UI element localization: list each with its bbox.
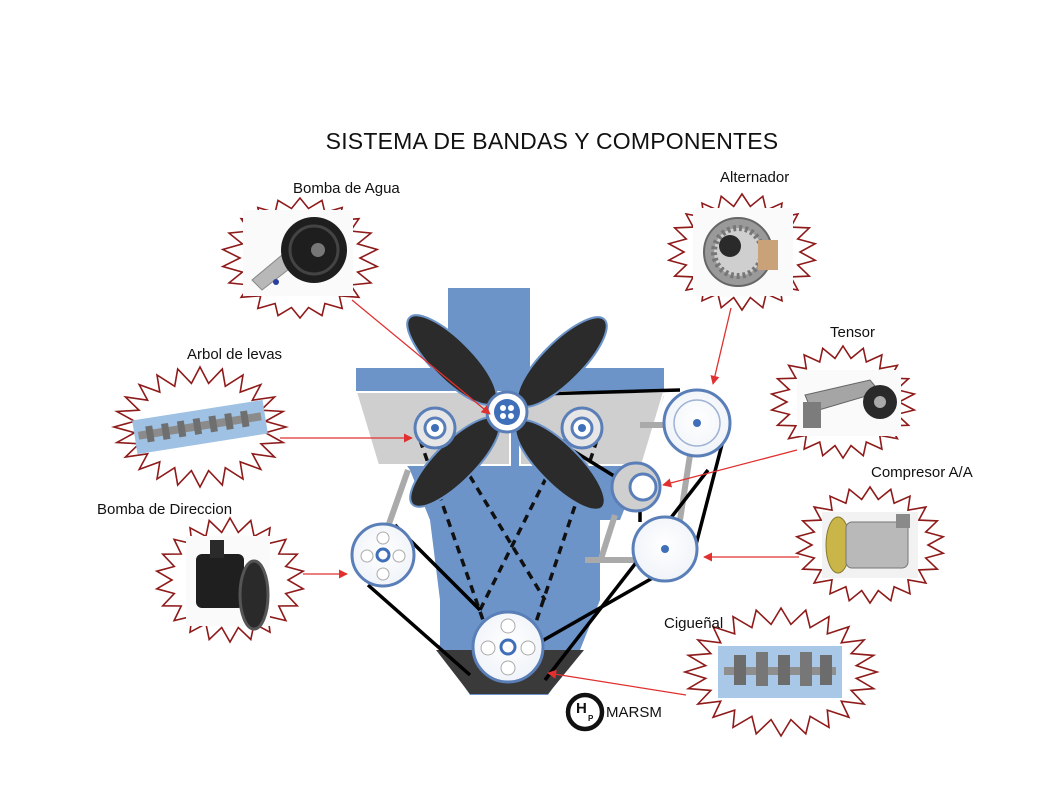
camshaft-pulley-right: [560, 406, 604, 450]
label-bomba-direccion: Bomba de Direccion: [97, 501, 233, 518]
label-alternador: Alternador: [720, 169, 790, 186]
arrow-alternator: [710, 307, 732, 385]
camshaft-pulley-left: [413, 406, 457, 450]
arrow-tensor: [662, 449, 798, 488]
callout-arrows: [280, 299, 799, 696]
label-tensor: Tensor: [830, 324, 876, 341]
fan-hub: [485, 390, 529, 434]
radiator-fan: [406, 314, 608, 511]
logo-letter-p: P: [588, 714, 594, 723]
label-compresor: Compresor A/A: [871, 464, 973, 481]
page-title: SISTEMA DE BANDAS Y COMPONENTES: [325, 128, 779, 154]
brand-name: MARSM: [606, 704, 662, 721]
ac-compressor-image: [822, 512, 918, 578]
steering-pump-pulley: [350, 522, 416, 588]
crankshaft-pulley: [471, 610, 545, 684]
ac-compressor-pulley: [631, 515, 699, 583]
label-bomba-agua: Bomba de Agua: [293, 180, 400, 197]
camshaft-image: [132, 399, 268, 455]
hp-logo-icon: [565, 692, 605, 732]
alternator-image: [693, 208, 793, 296]
water-pump-image: [243, 210, 353, 296]
arrow-crankshaft: [547, 669, 687, 696]
label-arbol-levas: Arbol de levas: [187, 346, 283, 363]
tensor-image: [797, 370, 901, 436]
steering-pump-image: [186, 536, 270, 631]
serpentine-belt: [366, 388, 729, 682]
alternator-pulley: [662, 388, 732, 458]
crankshaft-image: [718, 646, 842, 698]
arrow-water-pump: [351, 299, 491, 415]
tensor-pulley: [610, 461, 662, 513]
logo-letter-h: H: [576, 700, 587, 717]
label-ciguenal: Cigueñal: [664, 615, 724, 632]
